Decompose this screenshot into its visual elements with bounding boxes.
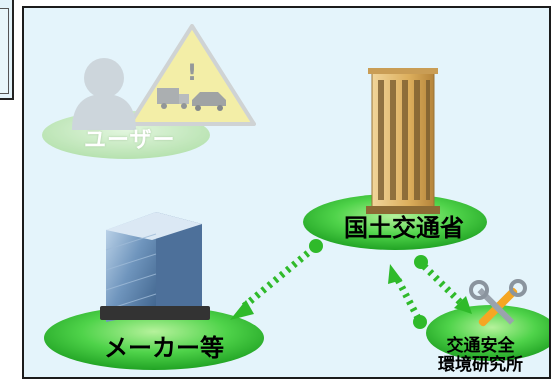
ntsel-label-line2: 環境研究所 bbox=[438, 355, 523, 375]
left-panel-edge bbox=[0, 0, 14, 100]
user-silhouette-icon bbox=[72, 58, 136, 130]
user-label: ユーザー bbox=[84, 128, 176, 153]
mlit-node bbox=[303, 68, 487, 250]
arrow-mlit-to-ntsel bbox=[414, 255, 472, 314]
warning-sign-icon: ! bbox=[128, 24, 256, 126]
office-tower-icon bbox=[366, 68, 440, 214]
mlit-ellipse bbox=[303, 194, 487, 250]
arrow-mlit-to-maker bbox=[230, 239, 323, 320]
glass-building-icon bbox=[100, 212, 210, 322]
mlit-label: 国土交通省 bbox=[344, 214, 464, 242]
diagram-panel: ! bbox=[22, 6, 551, 379]
ntsel-label: 交通安全 環境研究所 bbox=[438, 337, 523, 375]
relationship-diagram: ! bbox=[42, 24, 549, 370]
user-node: ! bbox=[42, 24, 256, 159]
maker-node bbox=[44, 212, 264, 370]
left-panel-inner bbox=[0, 8, 9, 94]
ntsel-node bbox=[426, 279, 549, 361]
ntsel-ellipse bbox=[426, 305, 549, 361]
maker-label: メーカー等 bbox=[104, 334, 224, 362]
maker-ellipse bbox=[44, 306, 264, 370]
svg-text:!: ! bbox=[187, 61, 197, 86]
tools-icon bbox=[469, 279, 527, 327]
arrow-ntsel-to-mlit bbox=[388, 264, 427, 329]
ntsel-label-line1: 交通安全 bbox=[446, 336, 515, 356]
